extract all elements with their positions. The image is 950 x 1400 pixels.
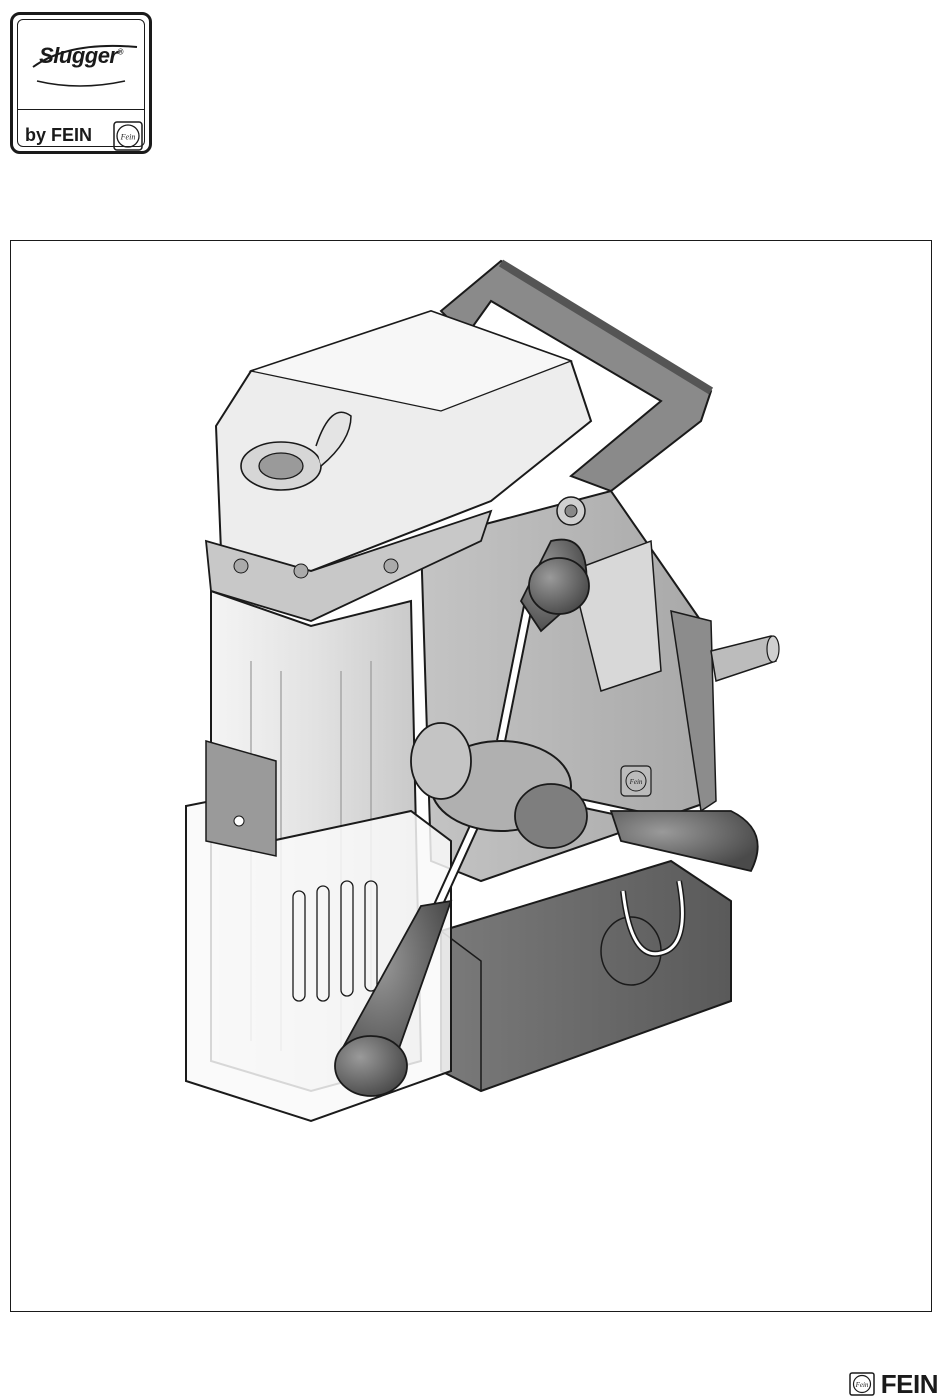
brand-name: Slugger xyxy=(39,43,117,68)
logo-divider xyxy=(17,109,145,110)
body-fein-emblem-text: Fein xyxy=(629,778,643,786)
magnetic-base xyxy=(441,861,731,1091)
fein-emblem-icon: Fein xyxy=(849,1372,875,1396)
logo-by-fein: by FEIN xyxy=(25,125,92,146)
slugger-logo: Slugger® by FEIN Fein xyxy=(10,12,152,154)
fein-emblem-icon: Fein xyxy=(113,121,143,151)
magnetic-drill-illustration: Fein xyxy=(11,241,931,1311)
footer-emblem-text: Fein xyxy=(854,1381,868,1389)
footer-brand-text: FEIN xyxy=(881,1369,938,1400)
feed-knob-right xyxy=(611,811,758,871)
registered-mark: ® xyxy=(118,48,123,57)
logo-brand-text: Slugger® xyxy=(13,43,149,69)
footer-fein-logo: Fein FEIN xyxy=(849,1372,938,1396)
illustration-frame: Fein xyxy=(10,240,932,1312)
fein-emblem-text: Fein xyxy=(120,133,136,142)
